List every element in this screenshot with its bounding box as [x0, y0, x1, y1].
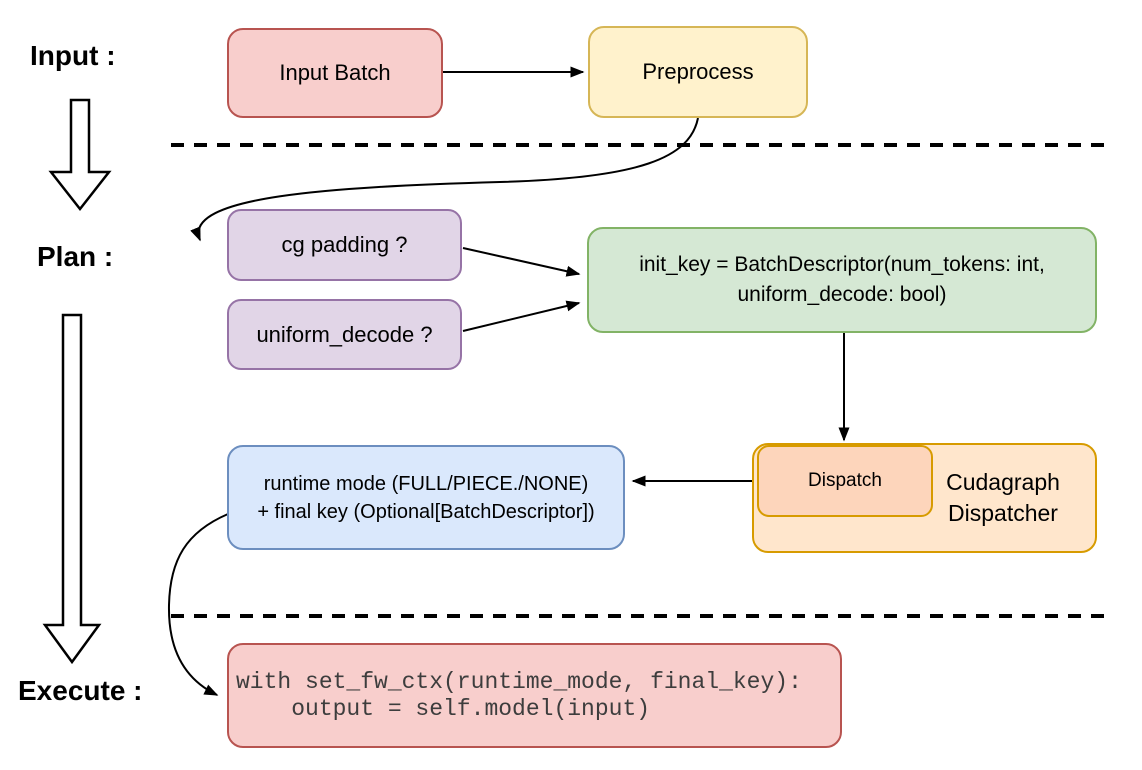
section-label-plan: Plan :: [37, 241, 114, 272]
edge-uniform-decode-to-init-key: [462, 300, 581, 332]
section-label-execute: Execute :: [18, 675, 143, 706]
edge-preprocess-to-cg-padding: [190, 117, 699, 242]
node-uniform-decode: uniform_decode ?: [227, 299, 462, 370]
execute-code-line2: output = self.model(input): [236, 695, 651, 722]
node-preprocess: Preprocess: [588, 26, 808, 118]
node-cudagraph-dispatcher-label: Cudagraph Dispatcher: [946, 469, 1060, 526]
node-input-batch-label: Input Batch: [279, 60, 391, 85]
hollow-arrow-plan-to-execute: [42, 313, 102, 665]
edge-cg-padding-to-init-key: [462, 247, 581, 277]
node-input-batch: Input Batch: [227, 28, 443, 118]
node-init-key: init_key = BatchDescriptor(num_tokens: i…: [587, 227, 1097, 333]
execute-code-line1: with set_fw_ctx(runtime_mode, final_key)…: [236, 668, 802, 695]
node-uniform-decode-label: uniform_decode ?: [256, 321, 433, 347]
node-preprocess-label: Preprocess: [642, 59, 754, 84]
edge-runtime-key-to-execute-code: [167, 513, 229, 696]
section-label-input: Input :: [30, 40, 116, 71]
node-execute-code: with set_fw_ctx(runtime_mode, final_key)…: [227, 643, 842, 748]
hollow-arrow-input-to-plan: [48, 98, 112, 212]
node-init-key-line2: uniform_decode: bool): [737, 283, 947, 306]
node-dispatch: Dispatch: [757, 445, 933, 517]
node-runtime-key-line2: + final key (Optional[BatchDescriptor]): [257, 500, 595, 523]
node-runtime-key-line1: runtime mode (FULL/PIECE./NONE): [263, 472, 589, 495]
node-cg-padding-label: cg padding ?: [281, 232, 408, 257]
node-dispatch-label: Dispatch: [808, 470, 882, 491]
node-runtime-key: runtime mode (FULL/PIECE./NONE) + final …: [227, 445, 625, 550]
node-cg-padding: cg padding ?: [227, 209, 462, 281]
node-init-key-line1: init_key = BatchDescriptor(num_tokens: i…: [639, 253, 1045, 276]
